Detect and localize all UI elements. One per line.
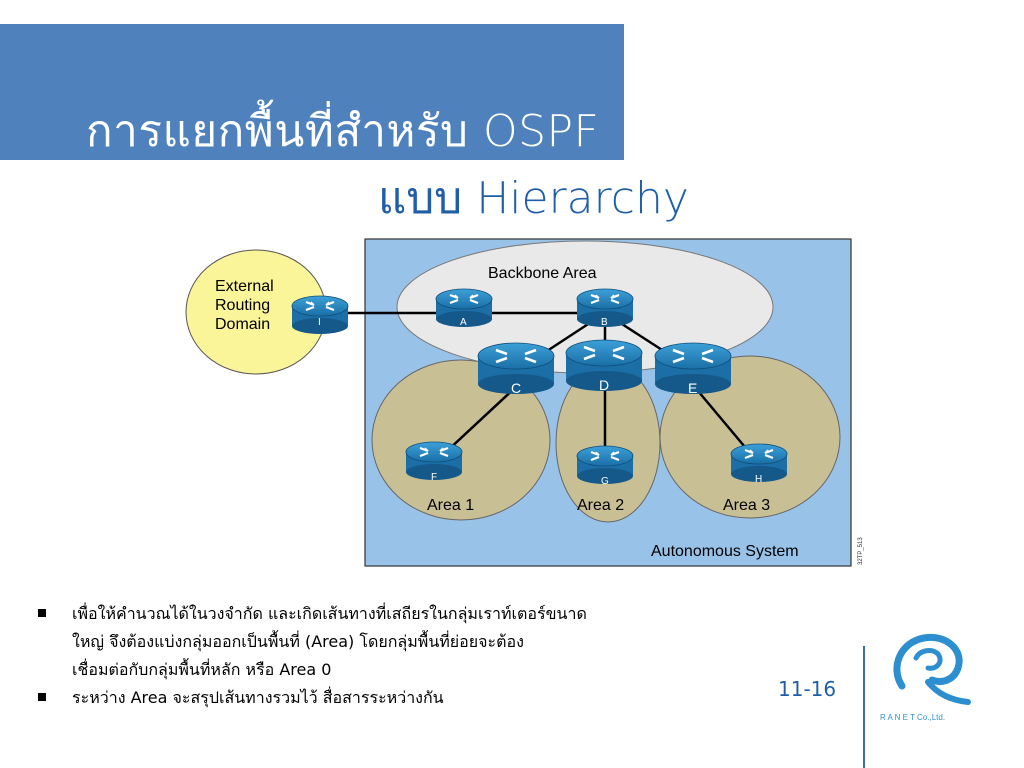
bullet-2-line-1: ระหว่าง Area จะสรุปเส้นทางรวมไว้ สื่อสาร… [72,688,444,707]
area-1-region [371,359,551,521]
bullet-1-line-1: เพื่อให้คำนวณได้ในวงจำกัด และเกิดเส้นทาง… [72,604,587,623]
ranet-logo-text: R A N E T Co.,Ltd. [880,713,945,722]
area-3-label: Area 3 [723,497,770,514]
router-g-label: G [601,476,609,487]
backbone-area-label: Backbone Area [488,265,597,282]
router-h-icon: H [729,442,789,485]
bullet-list: เพื่อให้คำนวณได้ในวงจำกัด และเกิดเส้นทาง… [28,600,788,712]
router-e-label: E [688,380,697,396]
bullet-1-line-2: ใหญ่ จึงต้องแบ่งกลุ่มออกเป็นพื้นที่ (Are… [72,632,524,651]
ranet-logo-icon: R A N E T Co.,Ltd. [880,633,971,722]
bullet-square-icon [38,609,46,617]
page-number: 11-16 [778,677,837,701]
router-f-label: F [431,472,437,483]
router-i-icon: I [290,294,350,336]
router-f-icon: F [404,440,464,483]
autonomous-system-label: Autonomous System [651,543,799,560]
area-2-label: Area 2 [577,497,624,514]
router-i-label: I [318,317,321,328]
divider-line [863,646,865,768]
router-d-icon: D [564,338,644,393]
router-h-label: H [755,474,762,485]
router-d-label: D [599,377,609,393]
ospf-hierarchy-diagram: External Routing Domain Backbone Area Ar… [185,238,864,567]
area-1-label: Area 1 [427,497,474,514]
router-e-icon: E [653,341,733,396]
bullet-item-2: ระหว่าง Area จะสรุปเส้นทางรวมไว้ สื่อสาร… [28,684,788,712]
external-domain-label-3: Domain [215,316,270,333]
area-3-region [659,355,841,519]
external-domain-label-1: External [215,278,274,295]
bullet-item-1: เพื่อให้คำนวณได้ในวงจำกัด และเกิดเส้นทาง… [28,600,788,684]
router-b-label: B [601,317,608,328]
router-g-icon: G [575,444,635,487]
title-band [0,24,624,160]
router-c-icon: C [476,341,556,396]
router-a-label: A [460,317,467,328]
slide-title-line-2: แบบ Hierarchy [378,173,689,224]
router-c-label: C [511,380,521,396]
router-a-icon: A [434,287,494,329]
router-b-icon: B [575,287,635,329]
bullet-1-line-3: เชื่อมต่อกับกลุ่มพื้นที่หลัก หรือ Area 0 [72,660,332,679]
figure-code: 32TP_513 [858,537,864,565]
bullet-square-icon [38,693,46,701]
slide-title-line-1: การแยกพื้นที่สำหรับ OSPF [86,106,600,157]
external-domain-label-2: Routing [215,297,270,314]
